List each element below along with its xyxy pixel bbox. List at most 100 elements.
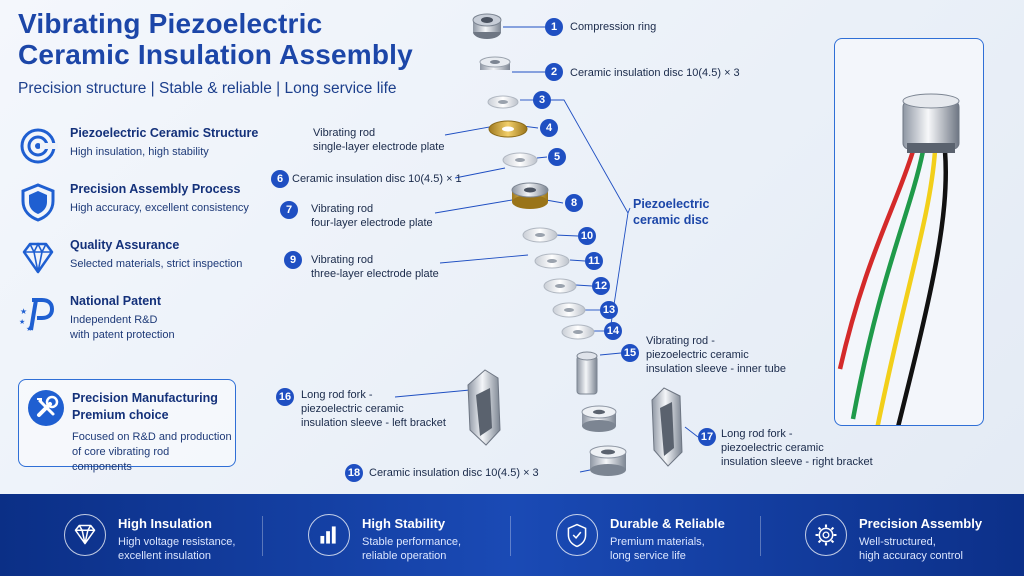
promo-desc: Focused on R&D and production of core vi…	[72, 431, 232, 473]
wire-3	[896, 150, 949, 425]
wire-1	[850, 150, 926, 420]
part-badge-15: 15	[621, 344, 639, 362]
feature-desc: High insulation, high stability	[70, 146, 209, 158]
part-badge-10: 10	[578, 227, 596, 245]
part-label-1: Compression ring	[570, 21, 657, 33]
svg-text:★: ★	[20, 307, 27, 316]
page-title: Vibrating Piezoelectric Ceramic Insulati…	[18, 8, 413, 70]
bottom-item-durable: Durable & Reliable Premium materials,lon…	[556, 494, 796, 576]
compression-ring	[472, 13, 502, 39]
bottom-item-title: Durable & Reliable	[610, 516, 725, 531]
bar-chart-icon	[308, 514, 350, 556]
patent-icon: ★ ★ ★	[19, 298, 55, 333]
ceramic-disc-18b	[589, 445, 627, 476]
disc-3	[487, 95, 519, 109]
part-label-15: Vibrating rod - piezoelectric ceramic in…	[646, 335, 787, 375]
bottom-item-desc: Premium materials,long service life	[610, 536, 705, 562]
wire-2	[875, 150, 938, 425]
part-badge-3: 3	[533, 91, 551, 109]
electrode-plate-4	[488, 120, 528, 138]
ceramic-structure-icon	[20, 128, 58, 164]
feature-title: Precision Assembly Process	[70, 182, 241, 196]
bottom-item-insulation: High Insulation High voltage resistance,…	[64, 494, 304, 576]
shield-icon	[556, 514, 598, 556]
tools-icon	[28, 390, 64, 426]
disc-14	[561, 324, 595, 340]
ceramic-disc-18a	[581, 405, 617, 432]
shield-icon	[21, 183, 55, 222]
wired-sensor-illustration	[837, 93, 960, 425]
part-badge-14: 14	[604, 322, 622, 340]
part-label-18: Ceramic insulation disc 10(4.5) × 3	[369, 467, 539, 479]
feature-desc: Independent R&D with patent protection	[70, 314, 175, 341]
part-badge-13: 13	[600, 301, 618, 319]
right-bracket-17	[651, 387, 683, 467]
disc-10	[522, 227, 558, 243]
part-badge-6: 6	[271, 170, 289, 188]
feature-title: Quality Assurance	[70, 238, 180, 252]
bottom-item-title: Precision Assembly	[859, 516, 983, 531]
part-label-16: Long rod fork - piezoelectric ceramic in…	[301, 389, 446, 429]
inner-tube-15	[576, 351, 598, 395]
part-badge-18: 18	[345, 464, 363, 482]
feature-patent: ★ ★ ★ National Patent Independent R&D wi…	[18, 294, 263, 354]
part-badge-7: 7	[280, 201, 298, 219]
feature-quality: Quality Assurance Selected materials, st…	[18, 238, 263, 290]
feature-desc: High accuracy, excellent consistency	[70, 202, 249, 214]
disc-5	[502, 152, 538, 168]
bottom-item-assembly: Precision Assembly Well-structured,high …	[805, 494, 1024, 576]
disc-11	[534, 253, 570, 269]
feature-assembly-process: Precision Assembly Process High accuracy…	[18, 182, 263, 234]
svg-text:★: ★	[19, 318, 25, 326]
diamond-icon	[22, 242, 54, 274]
part-badge-5: 5	[548, 148, 566, 166]
feature-title: National Patent	[70, 294, 161, 308]
part-badge-4: 4	[540, 119, 558, 137]
product-photo-box	[834, 38, 984, 426]
divider	[760, 516, 761, 556]
part-label-17: Long rod fork - piezoelectric ceramic in…	[721, 428, 873, 468]
ceramic-disc-2	[479, 56, 511, 70]
page-subtitle: Precision structure | Stable & reliable …	[18, 80, 397, 97]
part-badge-12: 12	[592, 277, 610, 295]
wire-0	[837, 150, 916, 370]
promo-box: Precision Manufacturing Premium choice F…	[18, 379, 236, 473]
leader-lines	[394, 26, 699, 473]
promo-title: Precision Manufacturing Premium choice	[72, 391, 218, 422]
part-badge-11: 11	[585, 252, 603, 270]
bottom-item-stability: High Stability Stable performance,reliab…	[308, 494, 548, 576]
feature-title: Piezoelectric Ceramic Structure	[70, 126, 259, 140]
bottom-item-title: High Insulation	[118, 516, 212, 531]
part-label-2: Ceramic insulation disc 10(4.5) × 3	[570, 67, 740, 79]
diamond-icon	[64, 514, 106, 556]
disc-12	[543, 278, 577, 294]
piezo-ceramic-disc-label: Piezoelectric ceramic disc	[633, 197, 710, 227]
part-badge-9: 9	[284, 251, 302, 269]
bottom-item-title: High Stability	[362, 516, 446, 531]
bottom-item-desc: Well-structured,high accuracy control	[859, 536, 963, 562]
bottom-item-desc: High voltage resistance,excellent insula…	[118, 536, 236, 562]
disc-13	[552, 302, 586, 318]
electrode-plate-8	[511, 182, 549, 209]
parts-stack	[467, 13, 683, 476]
left-bracket-16	[467, 369, 501, 446]
part-badge-1: 1	[545, 18, 563, 36]
divider	[510, 516, 511, 556]
bottom-feature-bar: High Insulation High voltage resistance,…	[0, 494, 1024, 576]
gear-icon	[805, 514, 847, 556]
svg-text:★: ★	[26, 325, 32, 333]
bottom-item-desc: Stable performance,reliable operation	[362, 536, 462, 562]
title-line-2: Ceramic Insulation Assembly	[18, 39, 413, 70]
part-label-6: Ceramic insulation disc 10(4.5) × 1	[292, 173, 462, 185]
part-badge-16: 16	[276, 388, 294, 406]
title-line-1: Vibrating Piezoelectric	[18, 8, 323, 39]
part-badge-2: 2	[545, 63, 563, 81]
part-badge-17: 17	[698, 428, 716, 446]
feature-desc: Selected materials, strict inspection	[70, 258, 243, 270]
exploded-view	[394, 13, 699, 476]
divider	[262, 516, 263, 556]
part-badge-8: 8	[565, 194, 583, 212]
